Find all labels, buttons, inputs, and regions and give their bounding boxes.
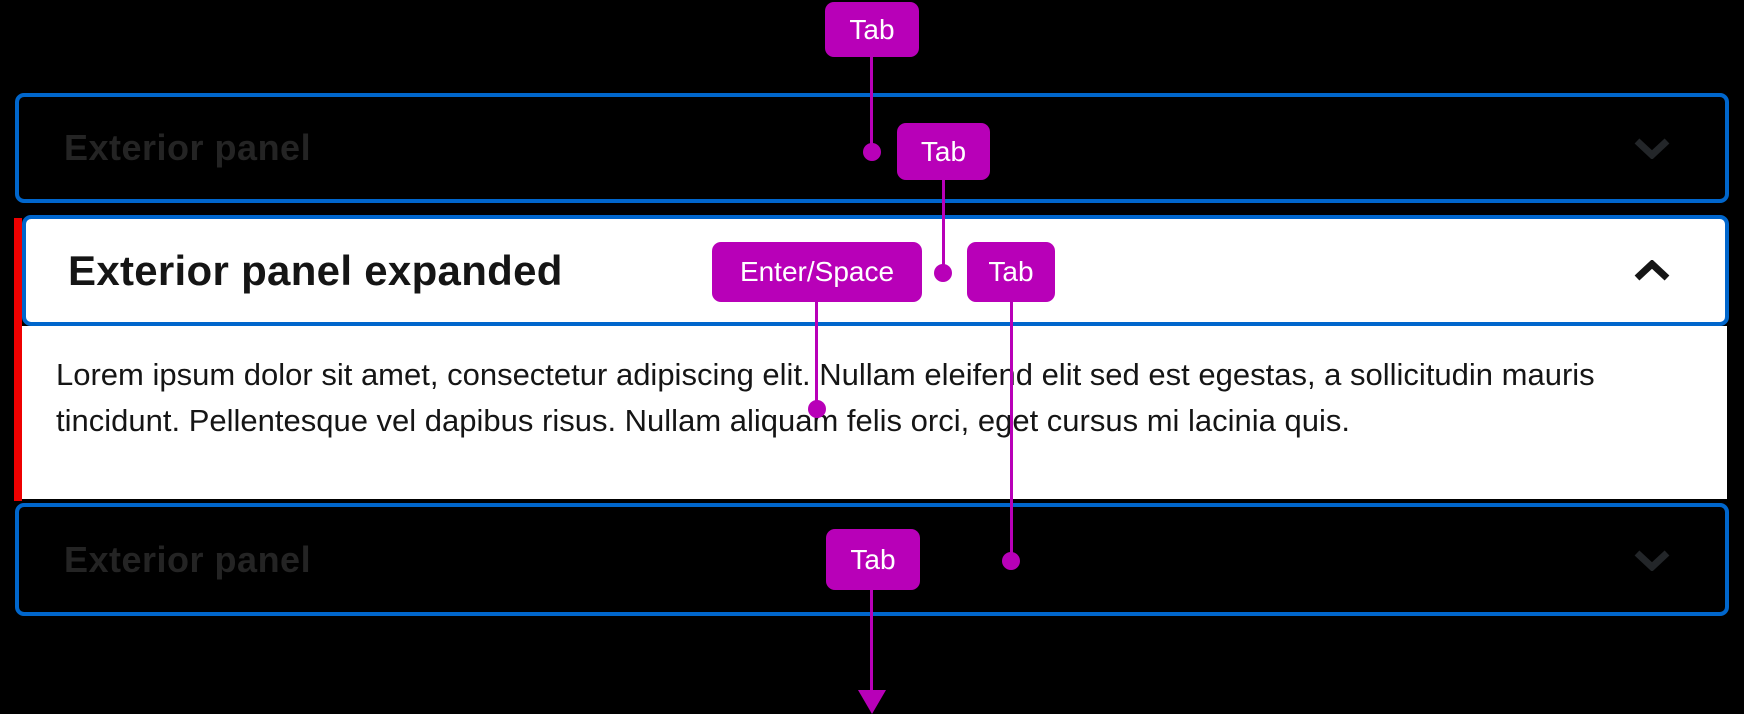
keypress-badge-tab-3: Tab (967, 242, 1055, 302)
connector-line-tab-top (870, 57, 873, 152)
badge-label: Enter/Space (739, 256, 895, 287)
accordion-expanded-content: Lorem ipsum dolor sit amet, consectetur … (22, 326, 1727, 499)
exit-arrowhead-icon (858, 690, 886, 714)
badge-label: Tab (988, 256, 1034, 287)
badge-label: Tab (849, 13, 895, 45)
chevron-down-icon (1634, 549, 1670, 572)
accordion-toggle-label: Exterior panel expanded (68, 246, 563, 294)
accordion-toggle-label: Exterior panel (64, 127, 312, 168)
connector-line-enter-space (815, 302, 818, 409)
chevron-down-icon (1634, 137, 1670, 160)
chevron-up-icon (1634, 258, 1670, 282)
expanded-panel-left-border (14, 218, 22, 501)
connector-endpoint-dot (1002, 552, 1020, 570)
keypress-badge-tab-1: Tab (825, 2, 919, 57)
badge-label: Tab (920, 135, 967, 167)
connector-line-tab-panel1 (942, 180, 945, 273)
accordion-toggle-label: Exterior panel (64, 538, 312, 580)
connector-line-tab-exit (870, 590, 873, 692)
keypress-badge-tab-4: Tab (826, 529, 920, 590)
keypress-badge-tab-2: Tab (897, 123, 990, 180)
connector-endpoint-dot (934, 264, 952, 282)
keypress-badge-enter-space: Enter/Space (712, 242, 922, 302)
accordion-content-text: Lorem ipsum dolor sit amet, consectetur … (56, 357, 1595, 438)
badge-label: Tab (850, 543, 896, 575)
connector-endpoint-dot (863, 143, 881, 161)
connector-line-tab-panel2 (1010, 302, 1013, 561)
connector-endpoint-dot (808, 400, 826, 418)
